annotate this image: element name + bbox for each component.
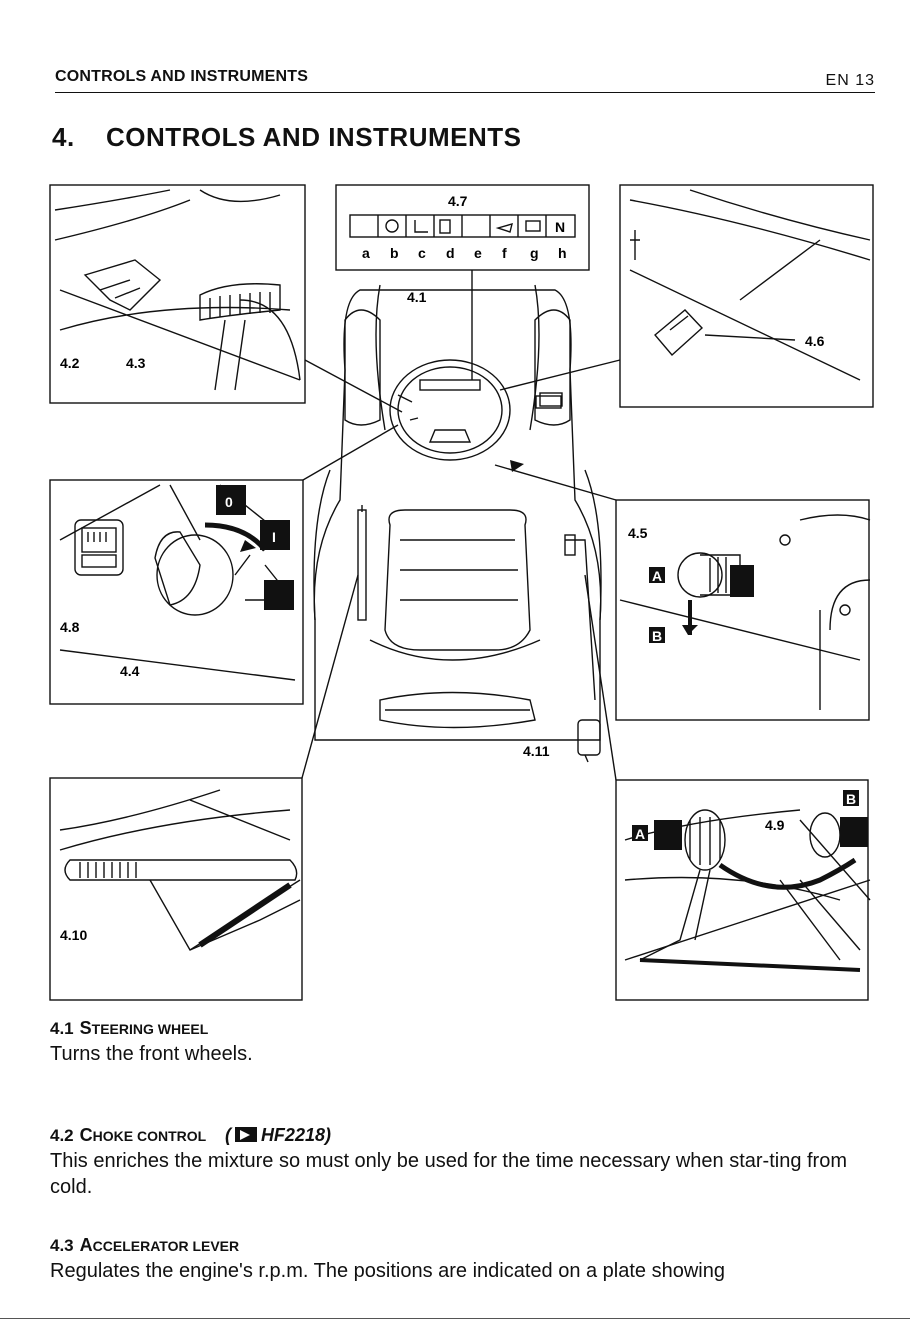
page-header: CONTROLS AND INSTRUMENTS EN 13 <box>55 66 875 93</box>
callout-4-9: 4.9 <box>765 817 785 833</box>
indicator-letter-e: e <box>474 245 482 261</box>
callout-4-3: 4.3 <box>126 355 146 371</box>
section-4-1-number: 4.1 <box>50 1019 74 1038</box>
page-bottom-rule <box>0 1318 910 1319</box>
callout-4-4: 4.4 <box>120 663 140 679</box>
section-4-1: 4.1 STEERING WHEEL Turns the front wheels… <box>50 1018 870 1067</box>
section-4-2-title-rest: HOKE CONTROL <box>92 1128 207 1144</box>
tag-b-choke: B <box>652 628 662 644</box>
section-4-2-number: 4.2 <box>50 1126 74 1145</box>
section-4-2-model: HF2218) <box>260 1125 331 1145</box>
header-section-title: CONTROLS AND INSTRUMENTS <box>55 68 309 85</box>
indicator-letter-d: d <box>446 245 455 261</box>
title-number: 4. <box>52 122 75 152</box>
tag-b-pedal: B <box>846 791 856 807</box>
callout-4-8: 4.8 <box>60 619 80 635</box>
callout-4-5: 4.5 <box>628 525 648 541</box>
page-title: 4. CONTROLS AND INSTRUMENTS <box>52 122 521 153</box>
callout-4-6: 4.6 <box>805 333 825 349</box>
section-4-3-heading: 4.3 ACCELERATOR LEVER <box>50 1235 870 1256</box>
indicator-letter-a: a <box>362 245 370 261</box>
callout-4-7: 4.7 <box>448 193 468 209</box>
section-4-2-body: This enriches the mixture so must only b… <box>50 1150 848 1198</box>
controls-illustration: 4.7 N a b c d e f g h 4.1 4.2 4.3 4.6 4.… <box>49 184 874 1001</box>
tag-a-pedal: A <box>635 826 645 842</box>
switch-mark-one: I <box>272 529 276 545</box>
section-4-3-title-initial: A <box>79 1235 93 1255</box>
callout-4-1: 4.1 <box>407 289 427 305</box>
indicator-letter-c: c <box>418 245 426 261</box>
section-4-2-note-open: ( <box>224 1125 231 1145</box>
indicator-letter-g: g <box>530 245 539 261</box>
controls-diagram: 4.7 N a b c d e f g h 4.1 4.2 4.3 4.6 4.… <box>40 180 880 1005</box>
section-4-3-title-rest: CCELERATOR LEVER <box>92 1238 240 1254</box>
section-4-1-body: Turns the front wheels. <box>50 1043 253 1065</box>
callout-4-11: 4.11 <box>523 743 550 759</box>
section-4-1-heading: 4.1 STEERING WHEEL <box>50 1018 870 1039</box>
switch-mark-zero: 0 <box>225 494 233 510</box>
callout-4-2: 4.2 <box>60 355 80 371</box>
callout-4-10: 4.10 <box>60 927 87 943</box>
tag-a-choke: A <box>652 568 662 584</box>
section-4-3-body: Regulates the engine's r.p.m. The positi… <box>50 1260 725 1282</box>
section-4-1-title-initial: S <box>79 1018 92 1038</box>
section-4-3-number: 4.3 <box>50 1236 74 1255</box>
section-4-1-title-rest: TEERING WHEEL <box>91 1021 209 1037</box>
indicator-letter-b: b <box>390 245 399 261</box>
section-4-3: 4.3 ACCELERATOR LEVER Regulates the engin… <box>50 1235 870 1284</box>
indicator-n-label: N <box>555 219 565 235</box>
page-number: EN 13 <box>825 72 875 89</box>
indicator-letter-h: h <box>558 245 567 261</box>
title-text: CONTROLS AND INSTRUMENTS <box>106 122 522 152</box>
indicator-letter-f: f <box>502 245 507 261</box>
model-badge-icon <box>234 1127 257 1142</box>
section-4-2: 4.2 CHOKE CONTROL ( HF2218) This enriches … <box>50 1125 870 1200</box>
section-4-2-title-initial: C <box>79 1125 93 1145</box>
section-4-2-heading: 4.2 CHOKE CONTROL ( HF2218) <box>50 1125 870 1146</box>
